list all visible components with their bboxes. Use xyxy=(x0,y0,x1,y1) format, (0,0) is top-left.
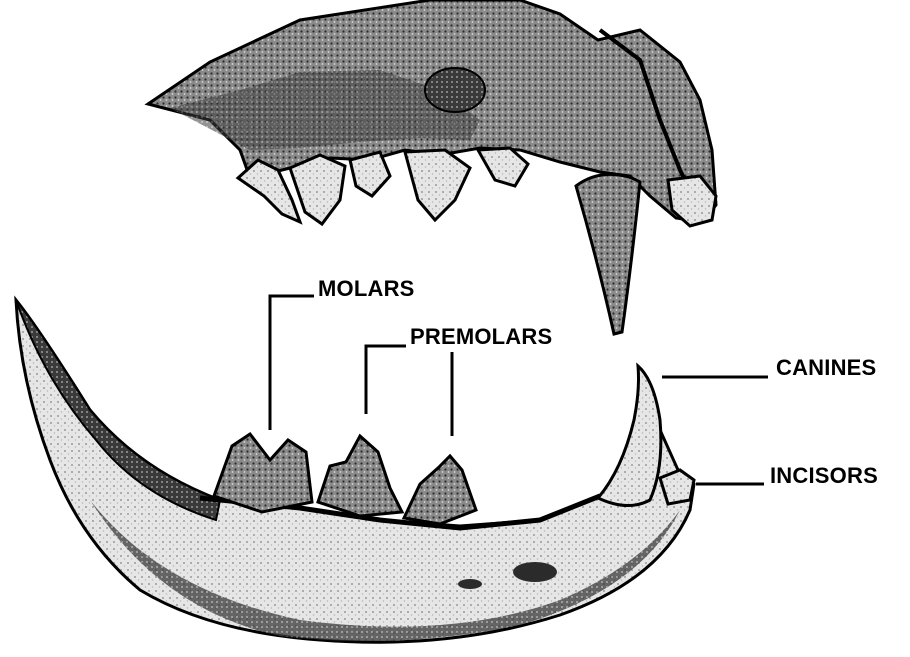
upper-premolar-2 xyxy=(405,150,470,220)
molars-leader xyxy=(270,296,314,430)
lower-jaw xyxy=(16,300,694,642)
lower-canine xyxy=(598,366,661,506)
premolars-label: PREMOLARS xyxy=(410,326,552,348)
mandible-foramen xyxy=(513,562,557,582)
lower-incisors xyxy=(660,470,694,504)
eye-socket-edge xyxy=(425,68,485,112)
lower-premolar-1 xyxy=(318,436,402,516)
lower-premolar-2 xyxy=(404,456,476,524)
upper-premolar-1 xyxy=(350,152,390,196)
upper-premolar-3 xyxy=(478,148,528,186)
lower-molar xyxy=(214,434,312,512)
upper-canine xyxy=(576,174,640,334)
upper-skull xyxy=(148,0,716,334)
canines-label: CANINES xyxy=(776,357,876,379)
incisors-label: INCISORS xyxy=(770,465,878,487)
molars-label: MOLARS xyxy=(318,278,415,300)
premolars-leader-1 xyxy=(366,346,406,414)
mandible-foramen-small xyxy=(458,579,482,589)
